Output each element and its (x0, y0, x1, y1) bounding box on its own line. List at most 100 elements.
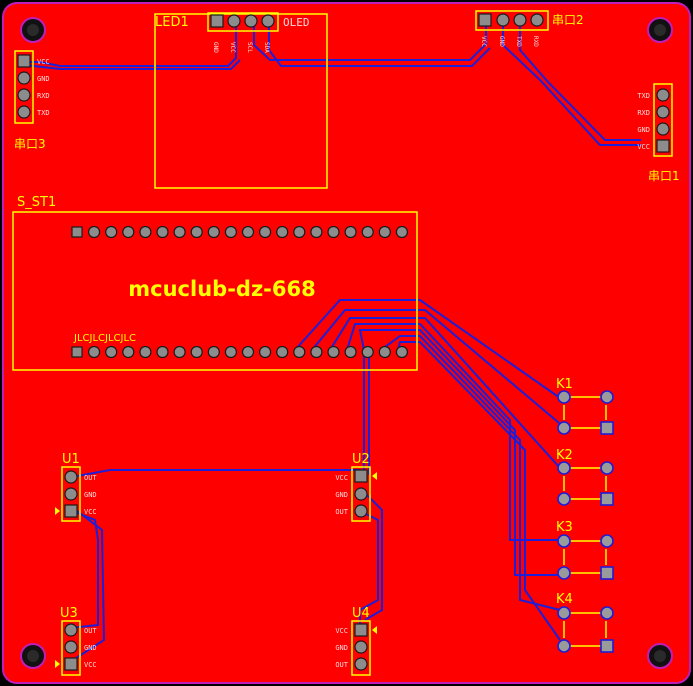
mcu-top-pin-4[interactable] (122, 225, 135, 239)
k3-pin-3[interactable] (557, 566, 571, 580)
oled-pin-4[interactable] (261, 14, 275, 28)
uart2-pin-3[interactable] (513, 13, 527, 27)
mcu-top-pin-15[interactable] (310, 225, 323, 239)
k3-pin-4[interactable] (600, 566, 614, 580)
mcu-top-pin-16[interactable] (327, 225, 340, 239)
uart3-pin-2[interactable] (17, 71, 31, 85)
uart1-pin-2[interactable] (656, 105, 670, 119)
mcu-top-pin-19[interactable] (378, 225, 391, 239)
mcu-top-pin-13[interactable] (276, 225, 289, 239)
mcu-bottom-pin-1[interactable] (71, 346, 83, 358)
uart2-pin-2[interactable] (496, 13, 510, 27)
k1-pin-1[interactable] (557, 390, 571, 404)
mcu-bottom-pin-12[interactable] (259, 345, 272, 359)
mcu-bottom-pin-11[interactable] (241, 345, 255, 359)
mcu-bottom-pin-20[interactable] (395, 345, 408, 359)
key-k2[interactable]: K2 (556, 448, 614, 506)
mcu-top-pin-6[interactable] (156, 225, 169, 239)
sensor-u3[interactable]: U3 OUT GND VCC (55, 606, 97, 676)
uart2-pin-1[interactable] (478, 13, 492, 27)
uart1-pin-1[interactable] (656, 88, 670, 102)
k3-pin-2[interactable] (600, 534, 614, 548)
sensor-u1[interactable]: U1 OUT GND VCC (55, 452, 97, 522)
uart1-pin-4[interactable] (656, 139, 670, 153)
uart3-pin-1[interactable] (17, 54, 31, 68)
mcu-top-pin-5[interactable] (139, 225, 152, 239)
mcu-bottom-pin-3[interactable] (105, 345, 118, 359)
mcu-top-pin-18[interactable] (361, 225, 374, 239)
key-k1[interactable]: K1 (556, 377, 614, 435)
mcu-top-pin-2[interactable] (87, 225, 101, 239)
uart3-pin-3[interactable] (17, 88, 31, 102)
key-k3[interactable]: K3 (556, 520, 614, 580)
mcu-top-pin-17[interactable] (344, 225, 357, 239)
mcu-top-pin-10[interactable] (224, 225, 237, 239)
k3-pin-1[interactable] (557, 534, 571, 548)
mcu-top-pin-14[interactable] (293, 225, 306, 239)
k1-pin-4[interactable] (600, 421, 614, 435)
mcu-top-pin-8[interactable] (190, 225, 203, 239)
u2-pin-2[interactable] (354, 487, 368, 501)
k4-pin-4[interactable] (600, 639, 614, 653)
oled-pin-1[interactable] (210, 14, 224, 28)
mcu-bottom-pin-16[interactable] (327, 345, 340, 359)
mcu-bottom-pin-9[interactable] (207, 345, 220, 359)
u1-pin-1[interactable] (64, 470, 78, 484)
k2-pin-4[interactable] (600, 492, 614, 506)
sensor-u2[interactable]: U2 VCC GND OUT (335, 452, 377, 522)
mcu-bottom-pin-8[interactable] (190, 345, 203, 359)
mcu-bottom-pin-17[interactable] (344, 345, 357, 359)
k2-pin-2[interactable] (600, 461, 614, 475)
mcu-bottom-pin-10[interactable] (224, 345, 237, 359)
mcu-bottom-pin-15[interactable] (310, 345, 323, 359)
mcu-bottom-pin-19[interactable] (378, 345, 391, 359)
k4-pin-3[interactable] (557, 639, 571, 653)
uart2-header[interactable]: 串口2 VCC GND TXD RXD (475, 10, 584, 47)
mcu-top-pin-9[interactable] (207, 225, 220, 239)
mcu-bottom-pin-14[interactable] (293, 345, 306, 359)
mcu-top-pin-3[interactable] (105, 225, 118, 239)
u3-pin-3[interactable] (64, 657, 78, 671)
u2-pin-3[interactable] (354, 504, 368, 518)
key-k4[interactable]: K4 (556, 592, 614, 653)
k2-pin-1[interactable] (557, 461, 571, 475)
mcu-bottom-pin-2[interactable] (87, 345, 101, 359)
u1-pin-2[interactable] (64, 487, 78, 501)
u1-pin-3[interactable] (64, 504, 78, 518)
mcu-bottom-pin-7[interactable] (173, 345, 186, 359)
u2-pin-1[interactable] (354, 469, 368, 483)
uart1-pin-3[interactable] (656, 122, 670, 136)
mcu-top-pin-11[interactable] (241, 225, 255, 239)
u4-pin-1[interactable] (354, 623, 368, 637)
mcu-bottom-pin-13[interactable] (276, 345, 289, 359)
uart3-header[interactable]: VCC GND RXD TXD 串口3 (14, 50, 50, 151)
k1-pin-3[interactable] (557, 421, 571, 435)
k4-pin-2[interactable] (600, 606, 614, 620)
u3-pin-1[interactable] (64, 623, 78, 637)
k4-pin-1[interactable] (557, 606, 571, 620)
uart1-header[interactable]: TXD RXD GND VCC 串口1 (637, 83, 680, 183)
u3-pin-2[interactable] (64, 640, 78, 654)
u1-pin-1-label: OUT (84, 474, 97, 482)
uart3-pin-4[interactable] (17, 105, 31, 119)
k2-pin-3[interactable] (557, 492, 571, 506)
uart2-pin-4[interactable] (530, 13, 544, 27)
mcu-module[interactable]: S_ST1 mcuclub-dz-668 JLCJLCJLCJLC (12, 195, 418, 371)
mcu-top-pin-20[interactable] (395, 225, 408, 239)
mcu-bottom-pin-5[interactable] (139, 345, 152, 359)
oled-footprint[interactable]: LED1 OLED GND VCC SCL SDA (154, 12, 328, 189)
mcu-top-pin-1[interactable] (71, 226, 83, 238)
oled-pin-2[interactable] (227, 14, 241, 28)
oled-pin-3[interactable] (244, 14, 258, 28)
mcu-top-pin-12[interactable] (259, 225, 272, 239)
mcu-bottom-pin-6[interactable] (156, 345, 169, 359)
k1-pin-2[interactable] (600, 390, 614, 404)
mcu-bottom-pin-18[interactable] (361, 345, 374, 359)
sensor-u4[interactable]: U4 VCC GND OUT (335, 606, 377, 676)
u4-pin-3[interactable] (354, 657, 368, 671)
mcu-top-pin-7[interactable] (173, 225, 186, 239)
mcu-bottom-pin-4[interactable] (122, 345, 135, 359)
u4-pin-2[interactable] (354, 640, 368, 654)
